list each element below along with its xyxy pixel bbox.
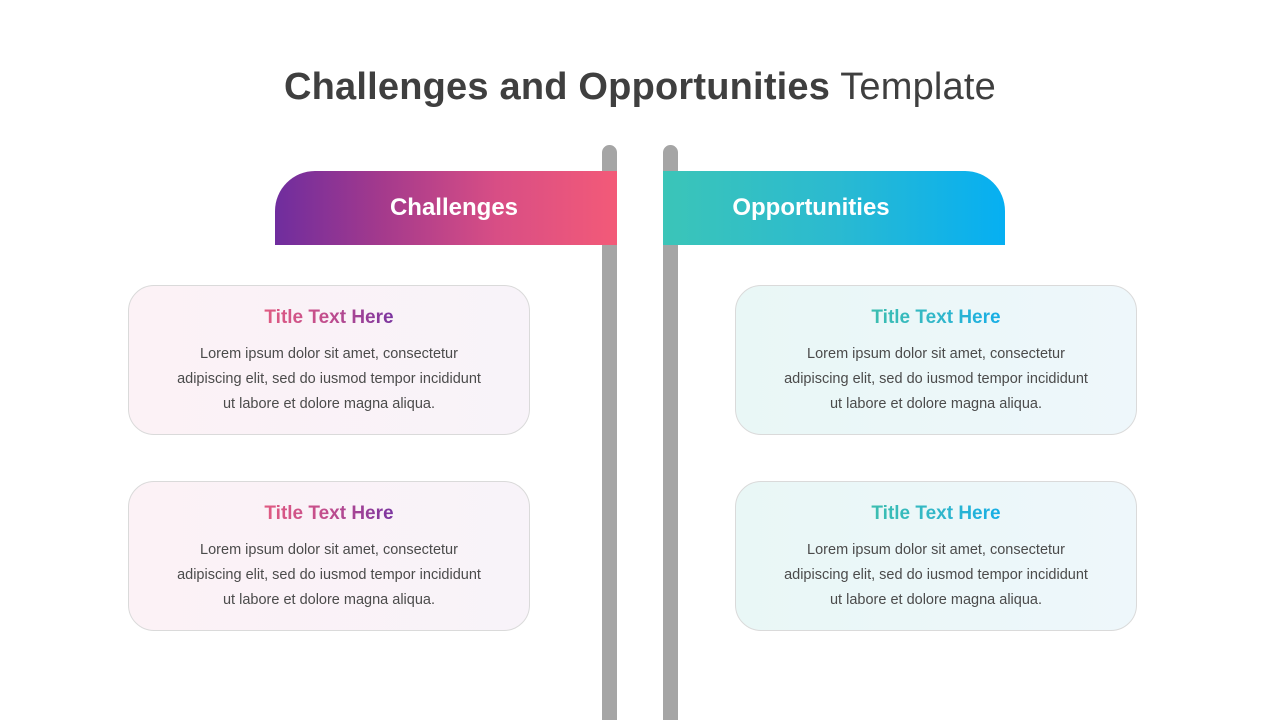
card-body: Lorem ipsum dolor sit amet, consectetur …	[129, 342, 529, 417]
card-body-line: Lorem ipsum dolor sit amet, consectetur	[200, 542, 458, 558]
card-body: Lorem ipsum dolor sit amet, consectetur …	[736, 342, 1136, 417]
card-body-line: Lorem ipsum dolor sit amet, consectetur	[200, 346, 458, 362]
opportunity-card-1: Title Text Here Lorem ipsum dolor sit am…	[735, 285, 1137, 435]
challenges-banner-label: Challenges	[389, 194, 519, 221]
opportunity-card-2: Title Text Here Lorem ipsum dolor sit am…	[735, 481, 1137, 631]
left-signpost-pole	[602, 145, 617, 720]
card-body-line: adipiscing elit, sed do iusmod tempor in…	[177, 371, 481, 387]
card-body-line: Lorem ipsum dolor sit amet, consectetur	[807, 542, 1065, 558]
card-title: Title Text Here	[871, 307, 1001, 328]
card-body-line: adipiscing elit, sed do iusmod tempor in…	[177, 567, 481, 583]
challenge-card-1: Title Text Here Lorem ipsum dolor sit am…	[128, 285, 530, 435]
challenges-banner: Challenges	[275, 171, 617, 245]
right-signpost-pole	[663, 145, 678, 720]
page-title-bold: Challenges and Opportunities	[284, 66, 831, 108]
card-title: Title Text Here	[871, 503, 1001, 524]
opportunities-banner: Opportunities	[663, 171, 1005, 245]
card-body: Lorem ipsum dolor sit amet, consectetur …	[736, 538, 1136, 613]
card-body-line: ut labore et dolore magna aliqua.	[829, 592, 1042, 608]
card-title: Title Text Here	[264, 503, 394, 524]
card-body-line: adipiscing elit, sed do iusmod tempor in…	[784, 371, 1088, 387]
card-body-line: adipiscing elit, sed do iusmod tempor in…	[784, 567, 1088, 583]
card-body-line: ut labore et dolore magna aliqua.	[222, 396, 435, 412]
page-title: Challenges and Opportunities Template	[0, 66, 1280, 109]
page-title-light: Template	[840, 66, 996, 108]
opportunities-banner-label: Opportunities	[732, 194, 890, 221]
challenge-card-2: Title Text Here Lorem ipsum dolor sit am…	[128, 481, 530, 631]
card-body-line: Lorem ipsum dolor sit amet, consectetur	[807, 346, 1065, 362]
card-body-line: ut labore et dolore magna aliqua.	[829, 396, 1042, 412]
card-title: Title Text Here	[264, 307, 394, 328]
card-body: Lorem ipsum dolor sit amet, consectetur …	[129, 538, 529, 613]
card-body-line: ut labore et dolore magna aliqua.	[222, 592, 435, 608]
